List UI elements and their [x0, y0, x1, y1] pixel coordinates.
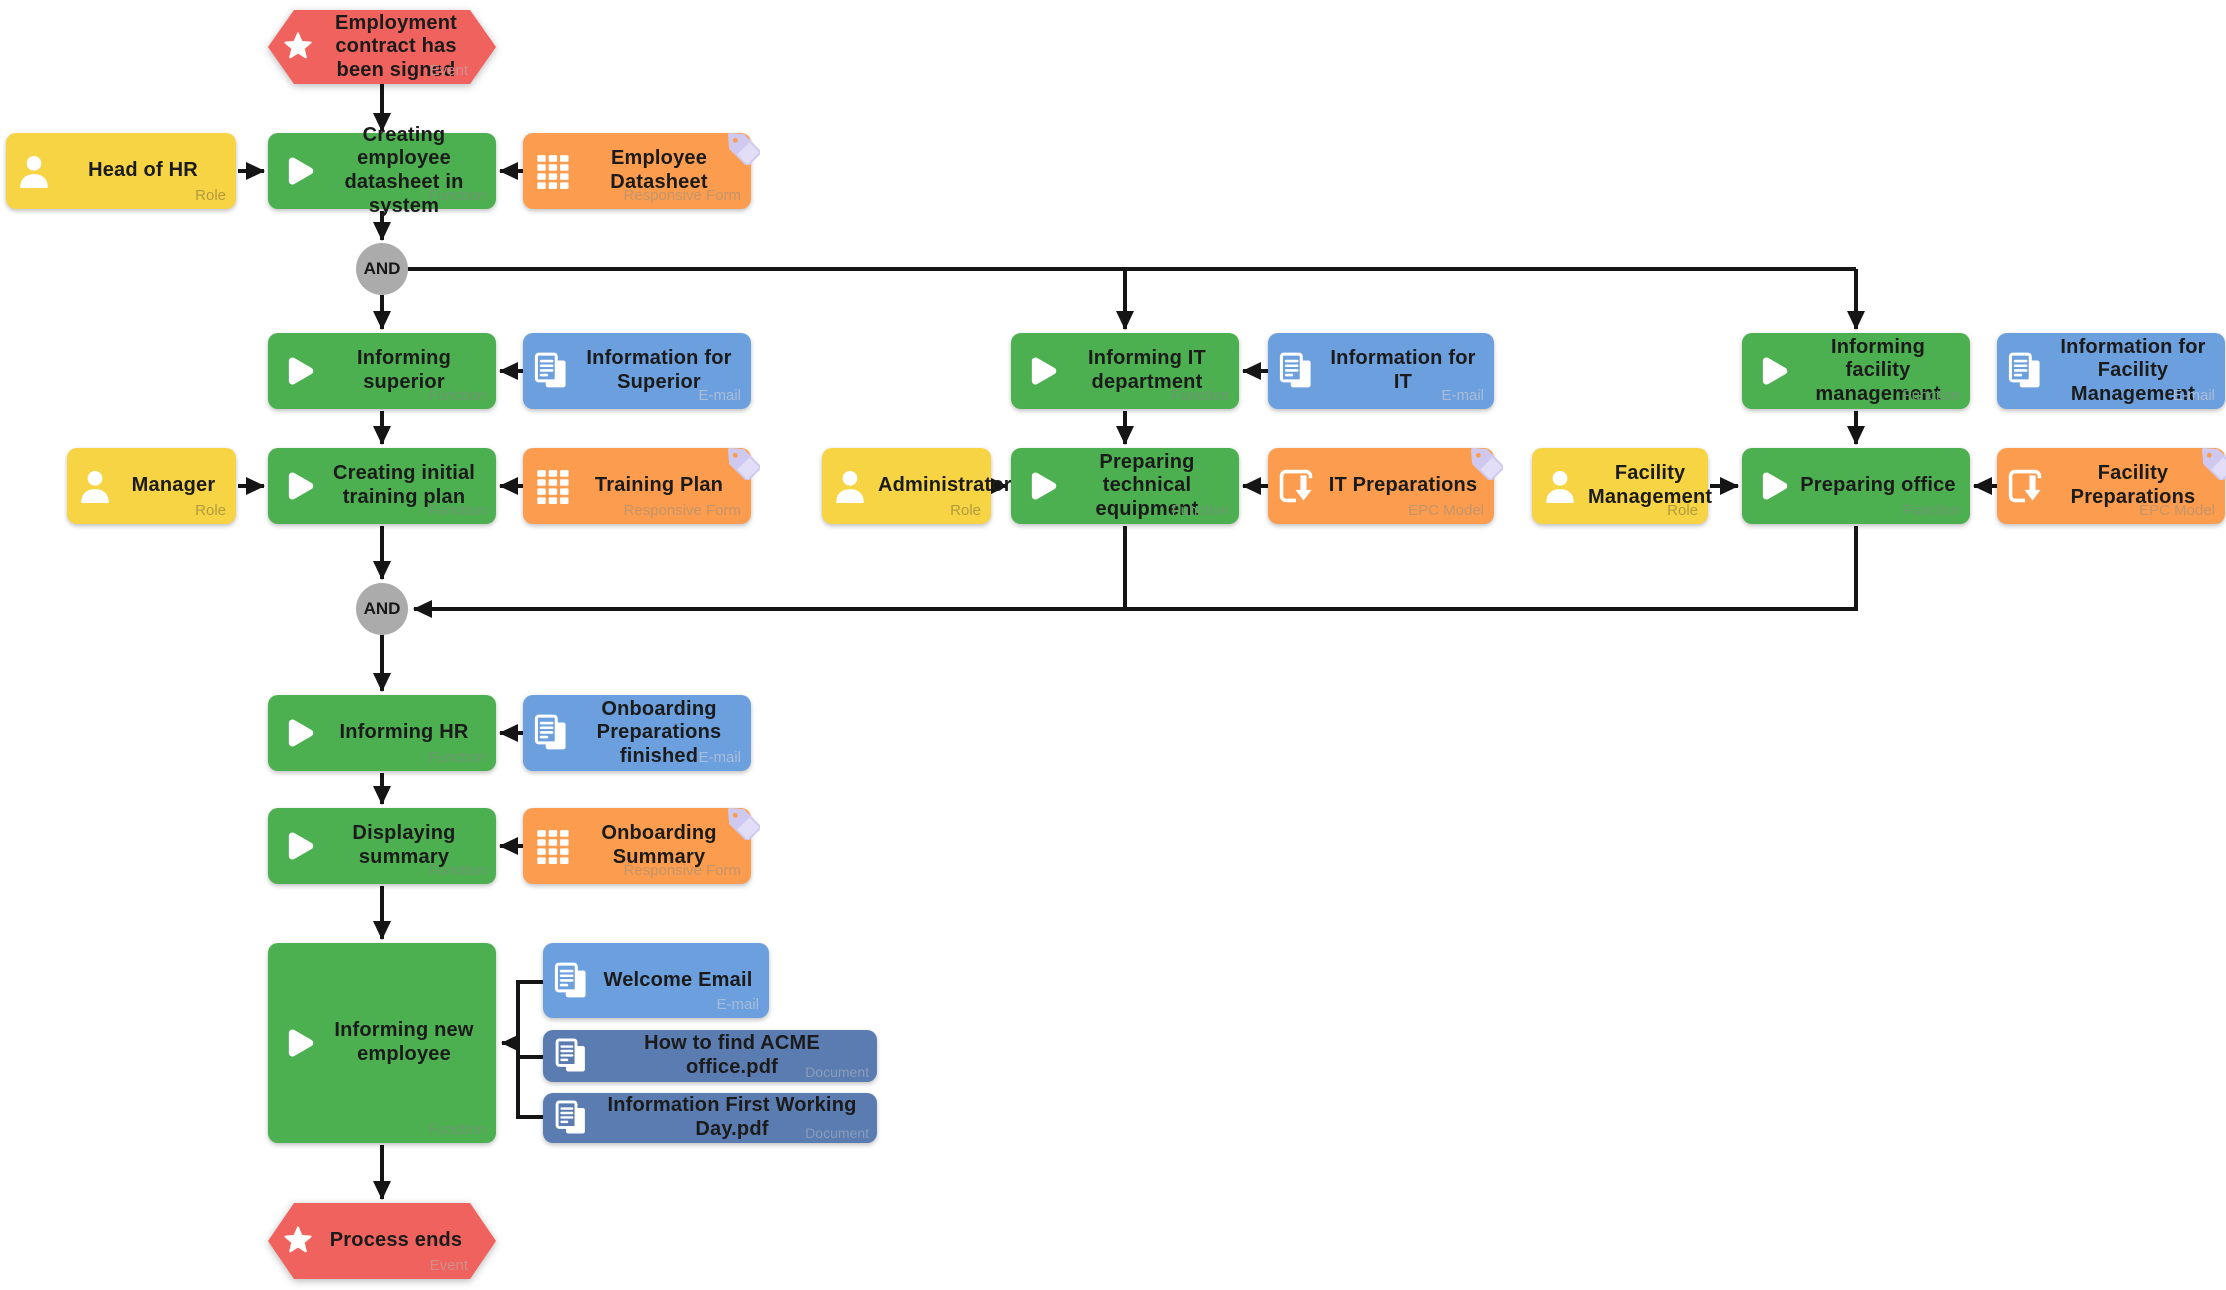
form-grid-icon [523, 152, 579, 190]
form-grid-icon [523, 467, 579, 505]
play-icon [268, 713, 324, 753]
pages-icon [543, 960, 599, 1002]
tag-icon [720, 440, 760, 480]
tag-icon [720, 125, 760, 165]
pages-icon [543, 1098, 599, 1138]
node-form-employee-datasheet[interactable]: Employee Datasheet Responsive Form [523, 133, 751, 209]
node-role-head-of-hr[interactable]: Head of HR Role [6, 133, 236, 209]
star-icon [268, 1225, 328, 1257]
pages-icon [1997, 350, 2053, 392]
node-form-training-plan[interactable]: Training Plan Responsive Form [523, 448, 751, 524]
tag-icon [720, 800, 760, 840]
gateway-and-join[interactable]: AND [356, 583, 408, 635]
node-fn-preparing-equipment[interactable]: Preparing technical equipment Function [1011, 448, 1239, 524]
tag-icon [1463, 440, 1503, 480]
play-icon [1742, 351, 1798, 391]
form-grid-icon [523, 827, 579, 865]
node-epc-facility-preparations[interactable]: Facility Preparations EPC Model [1997, 448, 2225, 524]
node-fn-preparing-office[interactable]: Preparing office Function [1742, 448, 1970, 524]
node-email-info-facility[interactable]: Information for Facility Management E-ma… [1997, 333, 2225, 409]
person-icon [6, 151, 62, 191]
gateway-and-split[interactable]: AND [356, 243, 408, 295]
play-icon [1011, 351, 1067, 391]
node-event-start[interactable]: Employment contract has been signed Even… [268, 10, 496, 84]
node-fn-informing-superior[interactable]: Informing superior Function [268, 333, 496, 409]
pages-icon [1268, 350, 1324, 392]
node-role-administrator[interactable]: Administrator Role [822, 448, 1012, 524]
node-fn-informing-facility[interactable]: Informing facility management Function [1742, 333, 1970, 409]
star-icon [268, 31, 328, 63]
node-fn-informing-hr[interactable]: Informing HR Function [268, 695, 496, 771]
node-email-welcome[interactable]: Welcome Email E-mail [543, 943, 769, 1018]
node-fn-informing-new-employee[interactable]: Informing new employee Function [268, 943, 496, 1143]
node-epc-it-preparations[interactable]: IT Preparations EPC Model [1268, 448, 1494, 524]
node-doc-first-working-day[interactable]: Information First Working Day.pdf Docume… [543, 1093, 877, 1143]
play-icon [268, 1023, 324, 1063]
play-icon [268, 466, 324, 506]
play-icon [268, 151, 324, 191]
node-role-facility-management[interactable]: Facility Management Role [1532, 448, 1712, 524]
node-fn-creating-datasheet[interactable]: Creating employee datasheet in system Fu… [268, 124, 496, 217]
play-icon [268, 826, 324, 866]
node-fn-displaying-summary[interactable]: Displaying summary Function [268, 808, 496, 884]
pages-icon [543, 1036, 599, 1076]
node-email-info-it[interactable]: Information for IT E-mail [1268, 333, 1494, 409]
node-fn-training-plan[interactable]: Creating initial training plan Function [268, 448, 496, 524]
pages-icon [523, 712, 579, 754]
node-role-manager[interactable]: Manager Role [67, 448, 236, 524]
node-form-onboarding-summary[interactable]: Onboarding Summary Responsive Form [523, 808, 751, 884]
connector-lines [238, 84, 1997, 1200]
pages-icon [523, 350, 579, 392]
play-icon [268, 351, 324, 391]
node-fn-informing-it[interactable]: Informing IT department Function [1011, 333, 1239, 409]
play-icon [1011, 466, 1067, 506]
node-email-info-superior[interactable]: Information for Superior E-mail [523, 333, 751, 409]
node-email-onboarding-finished[interactable]: Onboarding Preparations finished E-mail [523, 695, 751, 771]
node-doc-how-to-find-office[interactable]: How to find ACME office.pdf Document [543, 1030, 877, 1082]
person-icon [67, 466, 123, 506]
epc-model-icon [1997, 466, 2053, 506]
person-icon [1532, 466, 1588, 506]
epc-model-icon [1268, 466, 1324, 506]
play-icon [1742, 466, 1798, 506]
node-event-end[interactable]: Process ends Event [268, 1203, 496, 1279]
person-icon [822, 466, 878, 506]
tag-icon [2194, 440, 2226, 480]
